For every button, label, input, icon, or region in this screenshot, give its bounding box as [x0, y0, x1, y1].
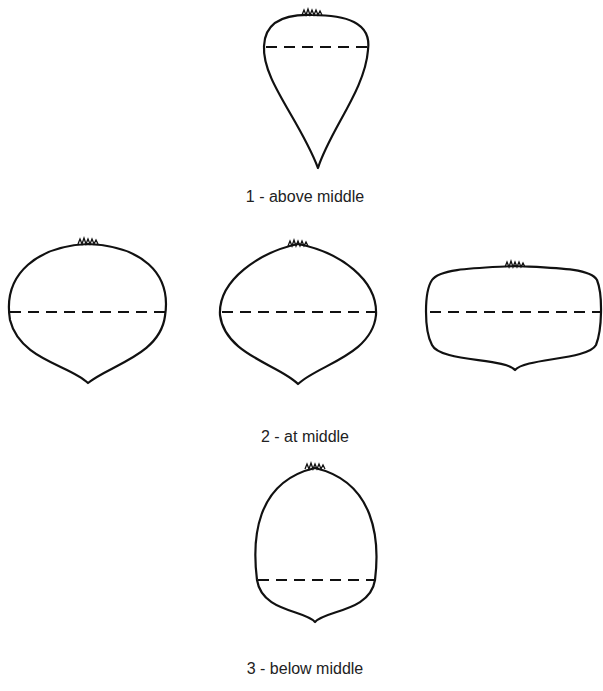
caption-label: 1 - above middle [246, 187, 364, 206]
caption-label: 2 - at middle [261, 427, 349, 446]
root-tuft [302, 9, 322, 15]
root-tuft [505, 261, 525, 267]
widest-line [430, 311, 600, 313]
root-tuft [305, 463, 325, 469]
root-outline [220, 244, 376, 384]
widest-line [10, 311, 165, 313]
root-tuft [288, 240, 308, 246]
widest-line [266, 46, 367, 48]
root-tuft [78, 238, 98, 244]
caption-label: 3 - below middle [247, 659, 364, 678]
root-outline [264, 15, 368, 168]
root-outline [426, 266, 601, 370]
widest-line [222, 311, 375, 313]
root-outline [9, 244, 166, 383]
root-outline [255, 468, 376, 622]
widest-line [258, 579, 375, 581]
